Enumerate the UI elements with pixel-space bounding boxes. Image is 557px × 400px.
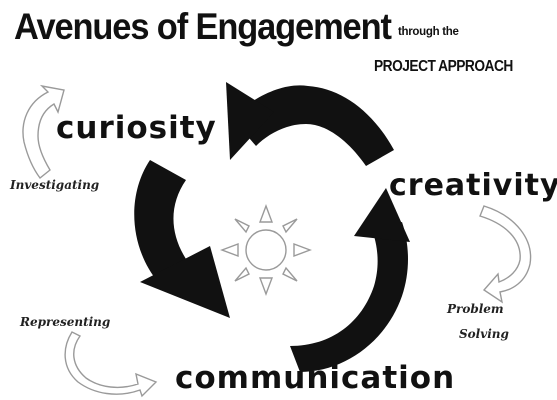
node-communication: communication — [175, 360, 456, 396]
process-representing: Representing — [20, 315, 111, 329]
cycle-arrow-top — [226, 82, 394, 166]
curved-arrow-outline-representing — [64, 331, 158, 398]
cycle-arrow-left — [134, 160, 230, 318]
cycle-arrow-right — [290, 188, 410, 372]
node-creativity: creativity — [389, 168, 557, 203]
node-curiosity: curiosity — [56, 110, 217, 146]
process-solving: Solving — [459, 327, 509, 341]
page-title: Avenues of Engagement — [14, 6, 392, 47]
process-investigating: Investigating — [10, 178, 100, 192]
curved-arrow-outline-curiosity — [22, 84, 65, 179]
process-problem: Problem — [447, 302, 504, 316]
subtitle-line-2: PROJECT APPROACH — [374, 58, 513, 75]
sun-icon — [220, 204, 312, 296]
curved-arrow-outline-creativity — [479, 205, 532, 304]
subtitle-line-1: through the — [398, 26, 459, 38]
